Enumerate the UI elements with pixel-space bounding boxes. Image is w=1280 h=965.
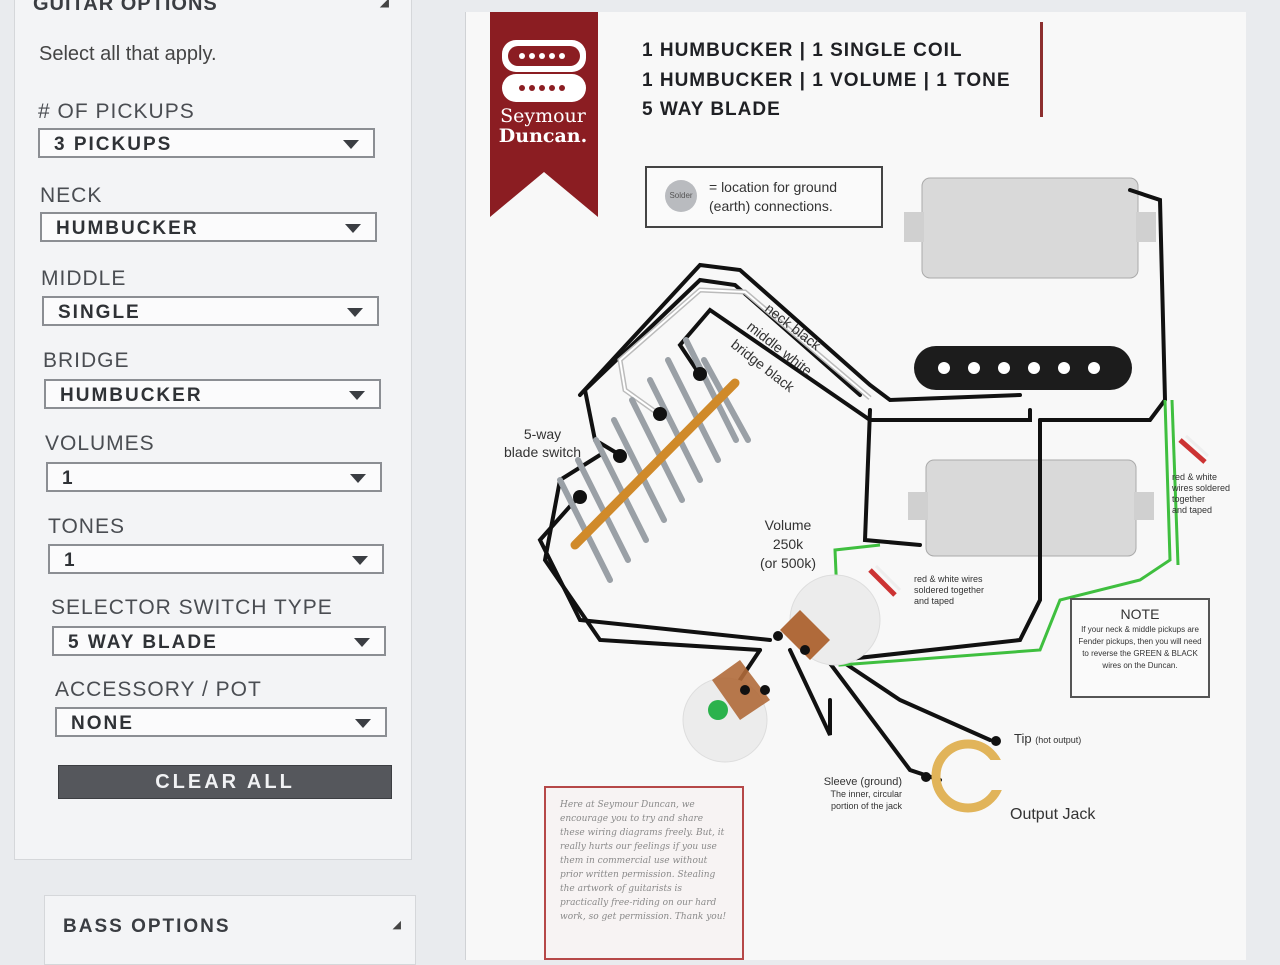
chevron-down-icon	[354, 638, 370, 647]
seymour-duncan-logo	[490, 12, 598, 217]
taped-wires-note-top: red & white wires soldered together and …	[1172, 472, 1230, 516]
taped-note-top-3: together	[1172, 494, 1206, 504]
switch-label-line-2: blade switch	[503, 444, 582, 460]
usage-notice: Here at Seymour Duncan, we encourage you…	[544, 786, 744, 960]
brand-line-2: Duncan.	[498, 125, 588, 147]
chevron-down-icon	[350, 474, 366, 483]
collapse-caret-icon[interactable]: ◢	[379, 0, 389, 9]
solder-legend: Solder = location for ground (earth) con…	[645, 166, 883, 228]
spec-line-1: 1 HUMBUCKER | 1 SINGLE COIL	[642, 40, 963, 61]
bridge-humbucker-icon	[908, 459, 1154, 557]
spec-line-3: 5 WAY BLADE	[642, 99, 781, 120]
volumes-label: VOLUMES	[45, 432, 155, 455]
switch-label: 5-way blade switch	[500, 425, 585, 461]
output-jack-icon	[921, 736, 1010, 813]
chevron-down-icon	[343, 140, 359, 149]
tip-label-text: Tip	[1014, 731, 1032, 746]
taped-note-bottom-2: soldered together	[914, 585, 985, 595]
expand-caret-icon[interactable]: ◢	[392, 919, 401, 931]
accessory-value: NONE	[71, 713, 134, 734]
output-jack-label: Output Jack	[1010, 806, 1096, 823]
tip-sub-label: (hot output)	[1035, 735, 1082, 745]
volume-pot-icon	[773, 574, 881, 666]
selector-switch-value: 5 WAY BLADE	[68, 632, 218, 653]
neck-label: NECK	[40, 184, 103, 207]
taped-note-bottom-1: red & white wires	[914, 574, 983, 584]
bass-options-title: BASS OPTIONS	[63, 916, 231, 937]
five-way-switch-icon	[557, 337, 751, 583]
solder-dot-icon: Solder	[665, 180, 697, 212]
legend-text: = location for ground (earth) connection…	[709, 178, 837, 216]
clear-all-button[interactable]: CLEAR ALL	[58, 765, 392, 799]
bass-options-panel[interactable]: BASS OPTIONS ◢	[44, 895, 416, 965]
sleeve-label-line-3: portion of the jack	[830, 801, 902, 811]
chevron-down-icon	[347, 308, 363, 317]
tip-label: Tip (hot output)	[1014, 731, 1081, 746]
tones-select[interactable]: 1	[48, 544, 384, 574]
bridge-value: HUMBUCKER	[60, 385, 203, 406]
taped-wire-icon	[868, 434, 1210, 597]
volume-label: Volume 250k (or 500k)	[750, 516, 826, 573]
neck-humbucker-icon	[904, 177, 1156, 279]
neck-value: HUMBUCKER	[56, 218, 199, 239]
middle-label: MIDDLE	[41, 267, 127, 290]
taped-note-top-2: wires soldered	[1172, 483, 1231, 493]
volumes-select[interactable]: 1	[46, 462, 382, 492]
panel-title: GUITAR OPTIONS	[33, 0, 218, 15]
chevron-down-icon	[355, 719, 371, 728]
taped-wires-note-bottom: red & white wires soldered together and …	[914, 574, 984, 607]
sleeve-label: Sleeve (ground) The inner, circular port…	[810, 776, 902, 812]
tones-label: TONES	[48, 515, 125, 538]
bridge-label: BRIDGE	[43, 349, 130, 372]
middle-select[interactable]: SINGLE	[42, 296, 379, 326]
note-title: NOTE	[1120, 606, 1160, 622]
taped-note-top-1: red & white	[1172, 472, 1218, 482]
chevron-down-icon	[352, 556, 368, 565]
taped-note-bottom-3: and taped	[914, 596, 955, 606]
spec-line-2: 1 HUMBUCKER | 1 VOLUME | 1 TONE	[642, 70, 1011, 91]
volume-label-line-2: 250k	[772, 536, 804, 552]
brand-line-1: Seymour	[500, 105, 586, 127]
middle-value: SINGLE	[58, 302, 141, 323]
panel-instructions: Select all that apply.	[39, 43, 217, 65]
pickups-value: 3 PICKUPS	[54, 134, 173, 155]
volume-label-line-3: (or 500k)	[759, 555, 817, 571]
note-body: If your neck & middle pickups are Fender…	[1078, 625, 1202, 670]
sleeve-label-line-2: The inner, circular	[830, 789, 902, 799]
bridge-select[interactable]: HUMBUCKER	[44, 379, 381, 409]
chevron-down-icon	[349, 391, 365, 400]
tones-value: 1	[64, 550, 77, 571]
taped-note-top-4: and taped	[1172, 505, 1213, 515]
selector-switch-label: SELECTOR SWITCH TYPE	[51, 596, 333, 619]
middle-single-coil-icon	[914, 346, 1132, 390]
switch-label-line-1: 5-way	[523, 426, 562, 442]
legend-line-2: (earth) connections.	[709, 198, 833, 214]
volumes-value: 1	[62, 468, 75, 489]
selector-switch-select[interactable]: 5 WAY BLADE	[52, 626, 386, 656]
tone-pot-icon	[682, 660, 770, 763]
accessory-select[interactable]: NONE	[55, 707, 387, 737]
legend-line-1: = location for ground	[709, 179, 838, 195]
volume-label-line-1: Volume	[764, 517, 812, 533]
neck-select[interactable]: HUMBUCKER	[40, 212, 377, 242]
pickups-label: # OF PICKUPS	[38, 100, 195, 123]
note-box: NOTE If your neck & middle pickups are F…	[1070, 598, 1210, 698]
chevron-down-icon	[345, 224, 361, 233]
spec-divider	[1040, 22, 1043, 117]
accessory-label: ACCESSORY / POT	[55, 678, 262, 701]
brand-name: Seymour Duncan.	[491, 106, 595, 146]
pickups-select[interactable]: 3 PICKUPS	[38, 128, 375, 158]
sleeve-label-line-1: Sleeve (ground)	[823, 776, 902, 788]
